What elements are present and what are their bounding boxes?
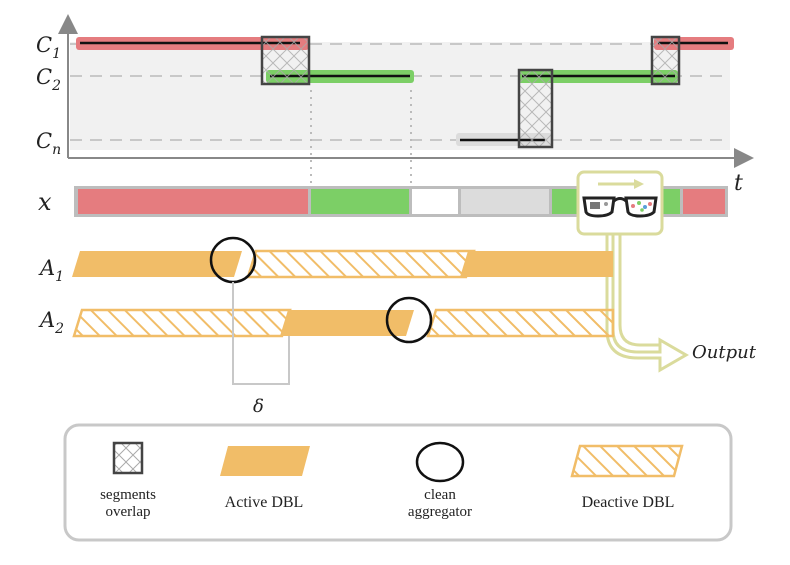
- legend-item-segments-overlap: segments overlap: [100, 441, 156, 520]
- svg-text:overlap: overlap: [106, 504, 151, 520]
- delta-bracket: [232, 282, 290, 385]
- legend-item-clean-aggregator: clean aggregator: [408, 441, 472, 520]
- a1-active-dbl-1: [72, 251, 242, 277]
- overlap-box-1: [260, 35, 311, 86]
- overlap-box-3: [650, 35, 681, 86]
- window-arrow-head: [634, 179, 644, 189]
- output-arrow-body: [618, 234, 660, 347]
- plot-band: [70, 42, 730, 150]
- input-row-label: x: [38, 188, 52, 216]
- input-segment-green-1: [311, 189, 409, 214]
- legend-item-active-dbl: Active DBL: [220, 446, 310, 511]
- input-segment-red-1: [78, 189, 308, 214]
- svg-text:Deactive DBL: Deactive DBL: [582, 494, 675, 511]
- legend-deactive-swatch: [570, 444, 684, 478]
- svg-text:segments: segments: [100, 487, 156, 503]
- glasses-icon: [582, 196, 658, 218]
- svg-text:Active DBL: Active DBL: [225, 494, 304, 511]
- a2-deactive-dbl-2: [426, 308, 615, 338]
- input-segment-red-2: [683, 189, 725, 214]
- input-segment-gray: [461, 189, 549, 214]
- output-label: Output: [692, 342, 757, 363]
- legend-active-swatch: [220, 446, 310, 476]
- svg-text:clean: clean: [424, 487, 456, 503]
- legend-item-deactive-dbl: Deactive DBL: [570, 444, 684, 511]
- input-segment-white: [412, 189, 458, 214]
- legend-box: [63, 423, 733, 542]
- a1-active-dbl-2: [460, 251, 613, 277]
- channel-label-c1: C1: [36, 33, 61, 62]
- time-axis-label: t: [734, 171, 743, 196]
- delta-label: δ: [253, 396, 264, 417]
- window-glasses-box: [576, 170, 664, 236]
- a2-active-dbl: [280, 310, 414, 336]
- legend-overlap-swatch: [112, 441, 144, 475]
- legend-clean-swatch: [415, 441, 465, 483]
- channel-label-cn: Cn: [36, 129, 61, 158]
- output-arrow: [605, 234, 690, 373]
- a1-deactive-dbl: [246, 249, 476, 279]
- svg-text:aggregator: aggregator: [408, 504, 472, 520]
- channel-label-c2: C2: [36, 65, 61, 94]
- aggregator-label-a1: A1: [38, 256, 64, 285]
- a2-clean-aggregator: [385, 296, 433, 344]
- overlap-box-2: [517, 68, 554, 149]
- a2-deactive-dbl-1: [72, 308, 292, 338]
- aggregator-label-a2: A2: [38, 308, 64, 337]
